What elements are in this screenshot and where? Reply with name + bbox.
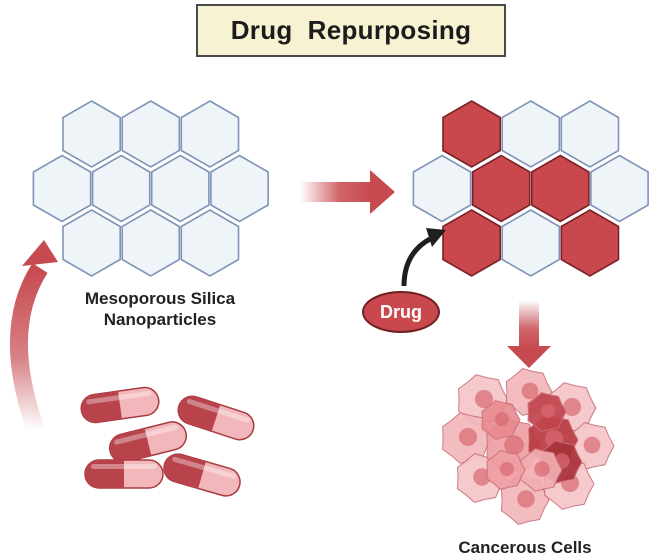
empty-pore [180, 100, 240, 168]
cancerous-cells-cluster [442, 368, 615, 525]
capsule [177, 395, 255, 441]
capsule [163, 453, 241, 497]
capsule [80, 386, 160, 424]
msn-label: Mesoporous Silica Nanoparticles [40, 288, 280, 330]
msn-label-line2: Nanoparticles [103, 310, 217, 329]
empty-pore [150, 154, 210, 223]
capsule [84, 459, 164, 489]
page-title: Drug Repurposing [196, 4, 506, 57]
empty-pore [62, 209, 121, 277]
loading-arrow [300, 170, 395, 214]
drug-capsules [80, 386, 255, 497]
capsule [108, 421, 188, 463]
delivery-arrow [507, 300, 551, 368]
loaded-pore [471, 154, 531, 223]
empty-pore [180, 209, 240, 277]
loaded-pore [560, 209, 620, 277]
empty-pore [91, 154, 151, 223]
cancer-cell [527, 391, 567, 433]
empty-pore [501, 209, 561, 277]
drug-loading-arrow [401, 228, 446, 287]
cancer-label: Cancerous Cells [458, 538, 592, 557]
loaded-nanoparticle-grid [412, 100, 649, 277]
msn-label-line1: Mesoporous Silica [84, 289, 236, 308]
cancer-cell [486, 449, 526, 491]
cancer-cell [481, 399, 521, 441]
loaded-pore [530, 154, 590, 223]
empty-pore [32, 154, 92, 223]
empty-pore [121, 209, 181, 277]
empty-pore [590, 154, 649, 223]
empty-pore [560, 100, 620, 168]
cancer-cell [519, 448, 563, 492]
loaded-pore [442, 209, 502, 277]
empty-pore [62, 100, 121, 168]
curved-arrow [10, 240, 58, 434]
drug-badge: Drug [362, 291, 440, 333]
empty-pore [412, 154, 472, 223]
empty-pore [121, 100, 181, 168]
empty-pore [501, 100, 561, 168]
loaded-pore [442, 100, 502, 168]
empty-nanoparticle-grid [32, 100, 269, 277]
empty-pore [210, 154, 269, 223]
